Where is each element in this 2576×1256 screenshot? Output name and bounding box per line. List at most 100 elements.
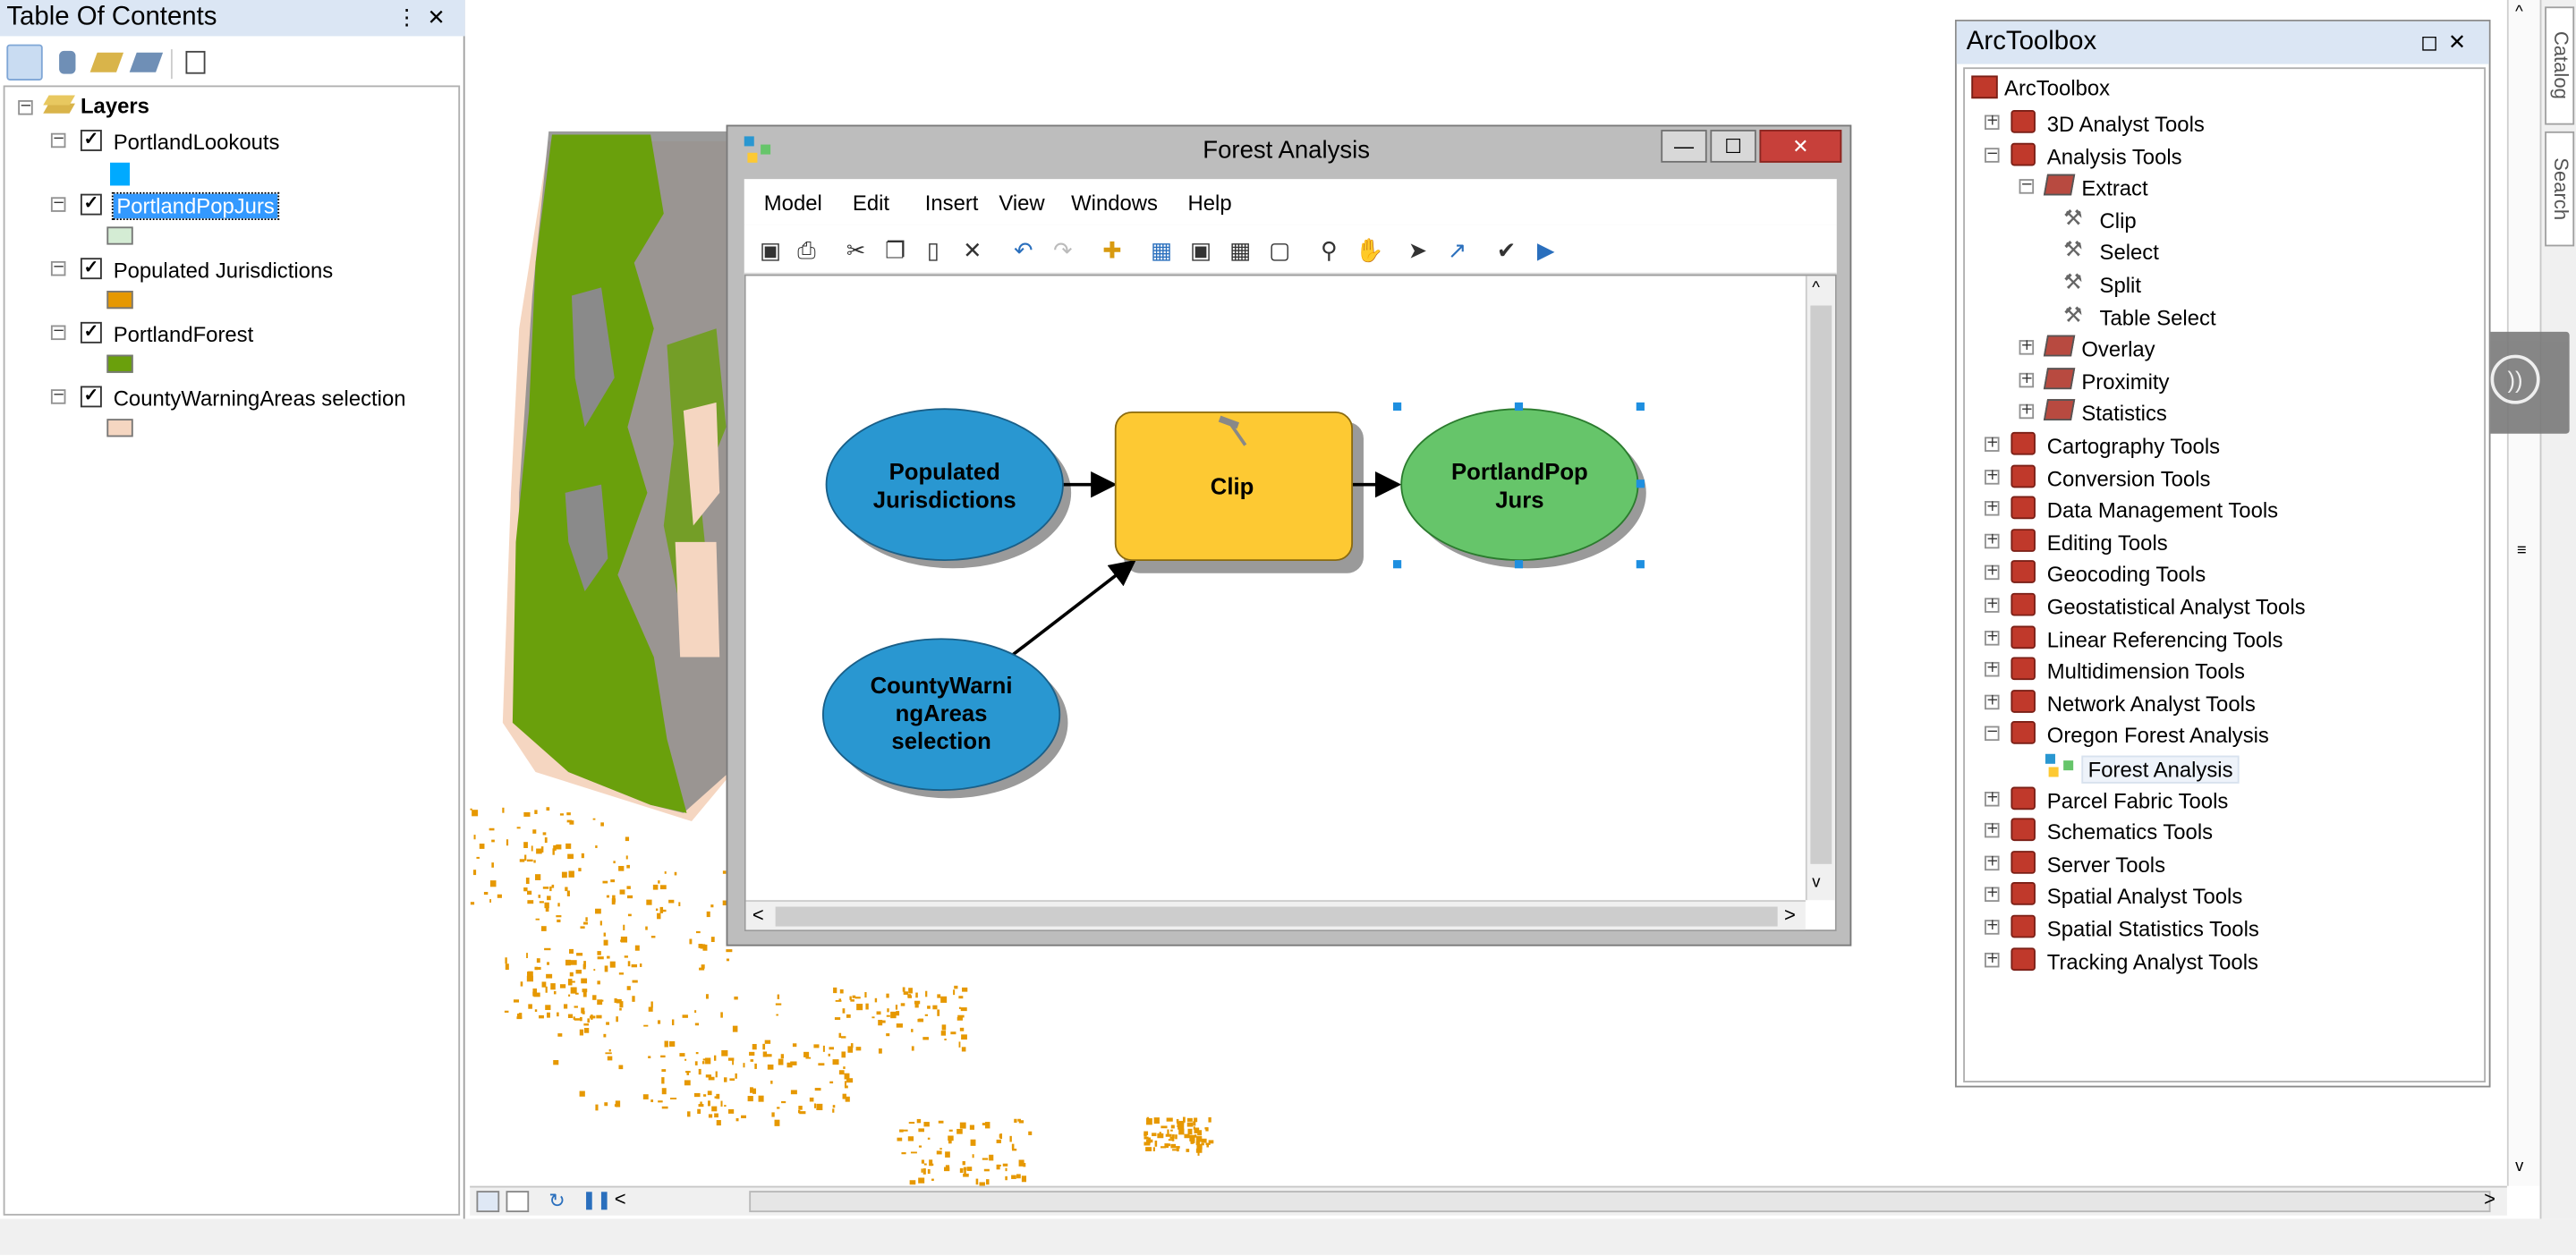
toolbox-item-label[interactable]: Proximity: [2081, 369, 2170, 395]
toolbox-item-label[interactable]: Clip: [2099, 208, 2137, 233]
collapse-icon[interactable]: −: [1985, 145, 2000, 163]
fixed-zoom-in-icon[interactable]: ▦: [1229, 236, 1252, 263]
connect-icon[interactable]: ↗: [1447, 236, 1467, 263]
copy-icon[interactable]: ❐: [885, 236, 906, 263]
canvas-scrollbar-horizontal[interactable]: < >: [745, 900, 1806, 930]
restore-icon[interactable]: ◻: [2420, 30, 2448, 55]
layer-visibility-checkbox[interactable]: ✓: [80, 386, 102, 408]
scroll-thumb[interactable]: [1810, 305, 1832, 864]
model-diagram[interactable]: Populated Jurisdictions Clip PortlandPop: [746, 276, 1806, 900]
maximize-button[interactable]: ☐: [1710, 130, 1756, 163]
cut-icon[interactable]: ✂: [846, 236, 866, 263]
toolbox-item-label[interactable]: Table Select: [2099, 304, 2216, 330]
list-by-visibility-icon[interactable]: [89, 45, 124, 81]
toolbox-item-label[interactable]: Extract: [2081, 175, 2148, 201]
canvas-scrollbar-vertical[interactable]: ^ v: [1805, 276, 1835, 901]
collapse-icon[interactable]: −: [2019, 177, 2035, 195]
toolbox-item-label[interactable]: Statistics: [2081, 401, 2167, 427]
map-scrollbar-horizontal[interactable]: [749, 1191, 2491, 1213]
toolbox-item-label[interactable]: Select: [2099, 240, 2159, 266]
expand-icon[interactable]: +: [1985, 596, 2000, 613]
scroll-right-icon[interactable]: >: [1784, 903, 1796, 927]
tab-catalog[interactable]: Catalog: [2545, 6, 2575, 125]
scroll-left-icon[interactable]: <: [614, 1187, 626, 1211]
arctoolbox-window-controls[interactable]: ◻✕: [2420, 21, 2476, 64]
layer-symbol-swatch[interactable]: [106, 354, 133, 373]
list-by-source-icon[interactable]: [49, 45, 85, 81]
close-icon[interactable]: ✕: [2447, 30, 2477, 55]
menu-model[interactable]: Model: [763, 190, 822, 216]
layer-collapse-icon[interactable]: −: [50, 387, 66, 404]
scroll-up-icon[interactable]: ^: [1812, 279, 1820, 298]
add-data-icon[interactable]: ✚: [1102, 236, 1122, 263]
layer-name[interactable]: PortlandLookouts: [113, 130, 280, 155]
pin-icon[interactable]: ⋮: [395, 4, 428, 30]
undo-icon[interactable]: ↶: [1014, 236, 1033, 263]
tool-node-clip[interactable]: Clip: [1114, 411, 1354, 562]
expand-icon[interactable]: +: [1985, 886, 2000, 903]
minimize-button[interactable]: —: [1661, 130, 1707, 163]
expand-icon[interactable]: +: [1985, 499, 2000, 516]
expand-icon[interactable]: +: [1985, 531, 2000, 548]
full-extent-icon[interactable]: ▣: [1190, 236, 1212, 263]
menu-help[interactable]: Help: [1187, 190, 1232, 216]
toolbox-item-label[interactable]: Oregon Forest Analysis: [2046, 723, 2269, 749]
paste-icon[interactable]: ▯: [926, 236, 939, 263]
model-canvas[interactable]: Populated Jurisdictions Clip PortlandPop: [744, 274, 1837, 932]
layer-collapse-icon[interactable]: −: [50, 131, 66, 149]
expand-icon[interactable]: +: [1985, 564, 2000, 581]
close-icon[interactable]: ✕: [427, 4, 455, 30]
expand-icon[interactable]: +: [1985, 660, 2000, 677]
expand-icon[interactable]: +: [1985, 435, 2000, 452]
pan-icon[interactable]: ✋: [1355, 236, 1384, 263]
scroll-down-icon[interactable]: v: [1812, 873, 1821, 893]
layer-visibility-checkbox[interactable]: ✓: [80, 130, 102, 151]
scroll-up-icon[interactable]: ^: [2515, 3, 2523, 21]
layer-collapse-icon[interactable]: −: [50, 259, 66, 276]
layer-symbol-swatch[interactable]: [106, 290, 133, 310]
map-canvas[interactable]: [470, 0, 2507, 1186]
toolbox-item-label[interactable]: Split: [2099, 272, 2141, 298]
toolbox-item-label[interactable]: Conversion Tools: [2046, 465, 2211, 491]
layer-visibility-checkbox[interactable]: ✓: [80, 193, 102, 216]
run-icon[interactable]: ▶: [1536, 236, 1555, 263]
toolbox-item-label[interactable]: Geocoding Tools: [2046, 562, 2206, 588]
list-by-selection-icon[interactable]: [128, 45, 164, 81]
scroll-down-icon[interactable]: v: [2515, 1158, 2524, 1176]
selection-handles[interactable]: [1393, 402, 1645, 569]
toolbox-item-label[interactable]: Spatial Statistics Tools: [2046, 916, 2259, 942]
collapse-icon[interactable]: −: [1985, 725, 2000, 742]
toolbox-item-label[interactable]: Parcel Fabric Tools: [2046, 787, 2229, 813]
redo-icon[interactable]: ↷: [1053, 236, 1073, 263]
map-scrollbar-vertical[interactable]: ^ ≡ v: [2506, 0, 2540, 1186]
toolbox-item-label[interactable]: Cartography Tools: [2046, 433, 2221, 459]
scroll-thumb[interactable]: [775, 906, 1778, 927]
data-view-button[interactable]: [476, 1191, 500, 1213]
toolbox-item-label[interactable]: Editing Tools: [2046, 530, 2168, 556]
menu-view[interactable]: View: [999, 190, 1045, 216]
expand-icon[interactable]: +: [2019, 370, 2035, 387]
layer-visibility-checkbox[interactable]: ✓: [80, 321, 102, 344]
toolbox-item-label[interactable]: Analysis Tools: [2046, 143, 2182, 169]
layer-symbol-swatch[interactable]: [106, 226, 133, 245]
scroll-left-icon[interactable]: <: [752, 903, 764, 927]
expand-icon[interactable]: +: [1985, 692, 2000, 709]
layer-visibility-checkbox[interactable]: ✓: [80, 258, 102, 280]
toolbox-item-label[interactable]: Spatial Analyst Tools: [2046, 884, 2243, 910]
menu-insert[interactable]: Insert: [924, 190, 979, 216]
toolbox-item-label[interactable]: Overlay: [2081, 336, 2155, 362]
toolbox-item-label[interactable]: Multidimension Tools: [2046, 658, 2245, 684]
arctoolbox-root-label[interactable]: ArcToolbox: [2004, 75, 2111, 101]
list-by-drawing-order-icon[interactable]: [6, 44, 43, 81]
options-icon[interactable]: [177, 45, 213, 81]
expand-icon[interactable]: +: [1985, 853, 2000, 870]
select-pointer-icon[interactable]: ➤: [1407, 236, 1428, 263]
validate-icon[interactable]: ✔: [1496, 236, 1517, 263]
layer-collapse-icon[interactable]: −: [50, 323, 66, 341]
layer-collapse-icon[interactable]: −: [50, 195, 66, 212]
scroll-right-icon[interactable]: >: [2484, 1187, 2496, 1211]
close-button[interactable]: ✕: [1759, 130, 1842, 163]
layer-name[interactable]: PortlandPopJurs: [111, 191, 280, 221]
menu-windows[interactable]: Windows: [1071, 190, 1158, 216]
expand-icon[interactable]: +: [1985, 789, 2000, 806]
